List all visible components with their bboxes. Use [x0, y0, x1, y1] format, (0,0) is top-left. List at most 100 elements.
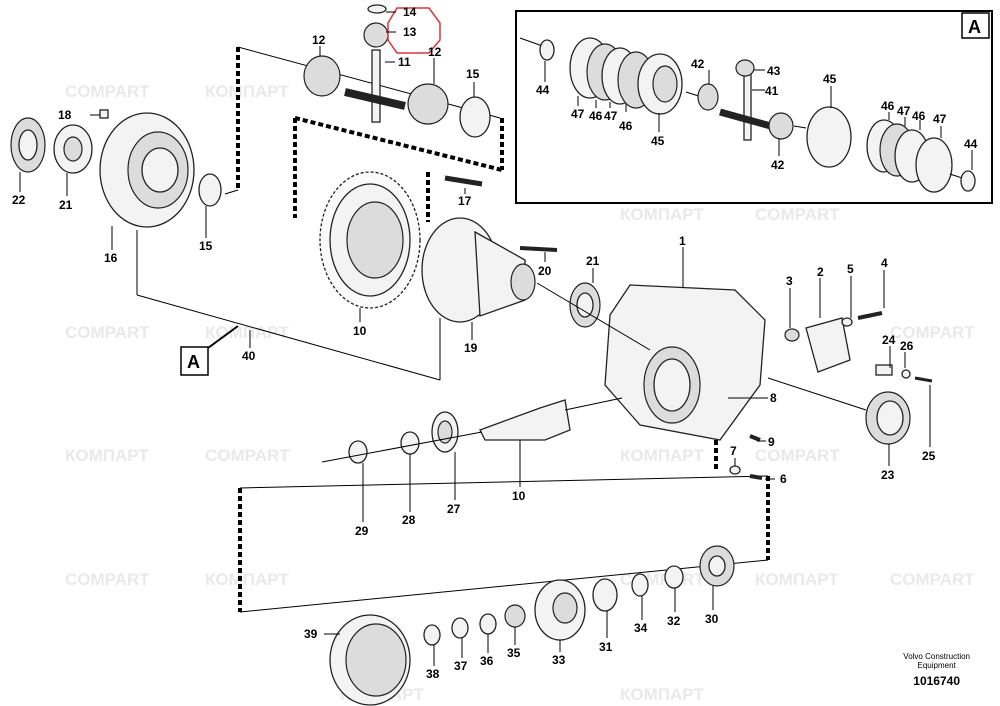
callout-label: 4 — [881, 256, 888, 270]
watermark-text: КОМПАРТ — [65, 446, 149, 465]
callout-label: 44 — [536, 83, 550, 97]
disc-part — [915, 137, 953, 193]
callout-label: 28 — [402, 513, 416, 527]
callout-label: 41 — [765, 84, 779, 98]
case-bore — [141, 147, 179, 193]
callout-label: 38 — [426, 667, 440, 681]
callout-label: 10 — [512, 489, 526, 503]
side-gear-part — [303, 55, 341, 97]
drawing-number: 1016740 — [913, 674, 960, 688]
washer-part — [367, 4, 387, 14]
main-marker: A — [187, 352, 200, 372]
callout-label: 29 — [355, 524, 369, 538]
watermark-text: КОМПАРТ — [620, 685, 704, 704]
callout-label: 42 — [691, 57, 705, 71]
bearing-bore — [576, 292, 594, 318]
bearing-bore — [437, 420, 453, 444]
adjusting-nut-bore — [876, 400, 904, 436]
callout-label: 34 — [634, 621, 648, 635]
washer-part — [960, 170, 976, 192]
callout-label: 17 — [458, 194, 472, 208]
bearing-bore — [63, 136, 83, 162]
callout-label: 31 — [599, 640, 613, 654]
callout-label: 10 — [353, 324, 367, 338]
callout-label: 26 — [900, 339, 914, 353]
footer-caption: Equipment — [917, 661, 956, 670]
drawing-footer: Volvo Construction Equipment 1016740 — [903, 652, 970, 688]
callout-label: 3 — [786, 274, 793, 288]
highlight-marker — [387, 7, 441, 54]
callout-label: 46 — [619, 119, 633, 133]
callout-label: 20 — [538, 264, 552, 278]
callout-label: 39 — [304, 627, 318, 641]
watermark-text: COMPART — [65, 82, 150, 101]
callout-label: 5 — [847, 262, 854, 276]
callout-label: 35 — [507, 646, 521, 660]
bearing-cap — [805, 317, 851, 373]
callout-label: 19 — [464, 341, 478, 355]
callout-label: 2 — [817, 265, 824, 279]
callout-label: 33 — [552, 653, 566, 667]
callout-label: 42 — [771, 158, 785, 172]
callout-label: 16 — [104, 251, 118, 265]
washer-part — [539, 39, 555, 61]
spacer-part — [664, 565, 684, 589]
pinion-gear-part — [363, 22, 389, 48]
ring-part — [631, 573, 649, 597]
callout-label: 47 — [571, 107, 585, 121]
watermark-text: COMPART — [755, 446, 840, 465]
watermark-text: КОМПАРТ — [205, 82, 289, 101]
bearing-bore — [708, 555, 726, 577]
callout-label: 13 — [403, 25, 417, 39]
callout-label: 45 — [823, 72, 837, 86]
watermark-text: КОМПАРТ — [620, 205, 704, 224]
callout-label: 40 — [242, 349, 256, 363]
watermark-text: КОМПАРТ — [755, 570, 839, 589]
pressure-plate-hub — [652, 65, 678, 103]
side-gear-part — [407, 83, 449, 125]
spider-shaft-part — [371, 49, 381, 123]
callout-label: 45 — [651, 134, 665, 148]
bearing-bore — [18, 129, 38, 161]
bolt-part — [99, 109, 109, 119]
watermark-text: КОМПАРТ — [205, 323, 289, 342]
callout-label: 12 — [428, 45, 442, 59]
callout-label: 7 — [730, 444, 737, 458]
footer-caption: Volvo Construction — [903, 652, 970, 661]
seal-part — [592, 578, 618, 612]
detail-view-a: A — [515, 10, 993, 204]
callout-label: 47 — [897, 104, 911, 118]
callout-label: 15 — [199, 239, 213, 253]
washer-part — [841, 317, 853, 327]
sleeve-part — [784, 328, 800, 342]
shim-part — [400, 431, 420, 455]
watermark-text: COMPART — [65, 570, 150, 589]
callout-label: 37 — [454, 659, 468, 673]
callout-label: 25 — [922, 449, 936, 463]
callout-label: 24 — [882, 333, 896, 347]
callout-label: 46 — [881, 99, 895, 113]
nut-part — [504, 604, 526, 628]
callout-label: 9 — [768, 435, 775, 449]
callout-label: 8 — [770, 391, 777, 405]
callout-label: 30 — [705, 612, 719, 626]
shim-part — [348, 440, 368, 464]
callout-label: 36 — [480, 654, 494, 668]
lock-washer-part — [479, 613, 497, 635]
watermark-text: COMPART — [65, 323, 150, 342]
lock-washer-part — [451, 617, 469, 639]
watermark-text: COMPART — [755, 205, 840, 224]
ring-part — [423, 624, 441, 646]
dust-cover-inner — [345, 623, 407, 697]
pinion-shaft — [479, 399, 571, 441]
detail-marker-box — [961, 12, 990, 39]
watermark-text: COMPART — [205, 446, 290, 465]
watermark-text: КОМПАРТ — [205, 570, 289, 589]
side-gear-part — [697, 83, 719, 111]
washer-part — [901, 369, 911, 379]
watermark-text: COMPART — [890, 570, 975, 589]
main-marker-box — [180, 346, 209, 376]
side-gear-part — [768, 112, 794, 140]
detail-marker: A — [968, 17, 981, 37]
